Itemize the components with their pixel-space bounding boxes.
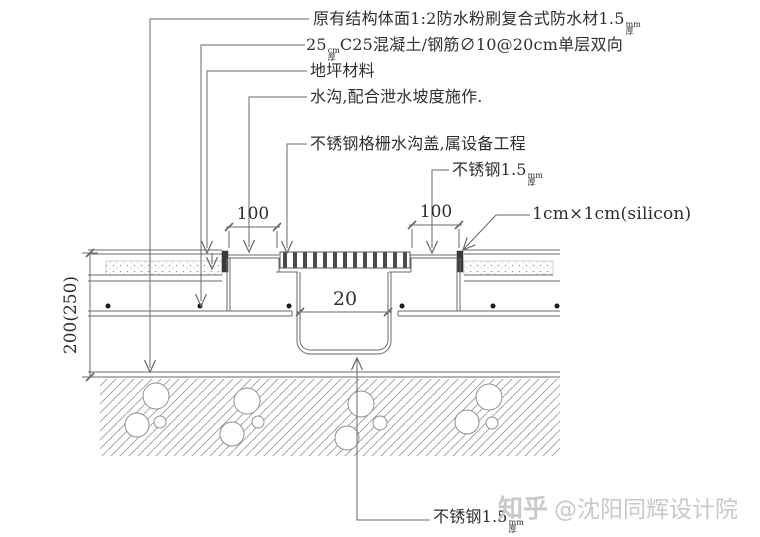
floor-slab-right — [463, 249, 560, 282]
leader-floor-material — [206, 70, 307, 248]
trench-structure — [221, 250, 464, 355]
floor-slab-left — [88, 249, 223, 282]
callout-trench: 水沟,配合泄水坡度施作. — [310, 88, 483, 106]
callout-text: 原有结构体面1:2防水粉刷复合式防水材1.5 — [313, 9, 625, 28]
callout-text: 1cm×1cm(silicon) — [532, 204, 692, 224]
leader-trench — [248, 96, 307, 247]
channel-liner-inner — [299, 272, 389, 351]
callout-silicon: 1cm×1cm(silicon) — [532, 205, 691, 223]
callout-grating-cover: 不锈钢格栅水沟盖,属设备工程 — [310, 135, 526, 153]
dim-text-ledge-left: 100 — [236, 204, 270, 224]
dimension-ledge-right — [407, 220, 464, 248]
callout-leaders — [143, 18, 530, 521]
subgrade-hatch — [100, 379, 560, 456]
callout-text: C25混凝土/钢筋∅10@20cm单层双向 — [339, 35, 623, 54]
dim-text-slab-depth: 200(250) — [61, 275, 81, 355]
dim-text-trench-width: 20 — [332, 288, 358, 310]
channel-liner-outer — [296, 272, 392, 355]
dimension-slab-depth — [82, 248, 98, 382]
leader-existing-structure — [149, 18, 309, 368]
silicon-joint-left — [221, 250, 229, 273]
callout-text: 不锈钢1.5 — [452, 160, 527, 179]
leader-grating-cover — [286, 143, 307, 248]
rebar-layer — [88, 303, 560, 317]
watermark: 知乎@沈阳同辉设计院 — [498, 489, 738, 525]
callout-floor-material: 地坪材料 — [310, 62, 375, 80]
dim-text-ledge-right: 100 — [419, 202, 453, 222]
grating-bars — [279, 251, 411, 269]
callout-text: 不锈钢1.5 — [433, 507, 508, 526]
callout-text: 地坪材料 — [310, 61, 375, 80]
slab-bottom-lines — [88, 371, 560, 378]
dimension-trench-width — [295, 307, 393, 317]
dimension-ledge-left — [224, 222, 282, 248]
leader-stainless-top — [431, 169, 449, 248]
leader-concrete-rebar — [200, 44, 305, 301]
leader-silicon — [462, 214, 530, 251]
watermark-author: @沈阳同辉设计院 — [554, 497, 739, 523]
watermark-brand: 知乎 — [498, 494, 549, 523]
leader-stainless-bottom — [356, 358, 430, 521]
callout-text: 25 — [306, 35, 327, 54]
callout-text: 不锈钢格栅水沟盖,属设备工程 — [310, 134, 526, 153]
callout-text: 水沟,配合泄水坡度施作. — [310, 87, 483, 106]
